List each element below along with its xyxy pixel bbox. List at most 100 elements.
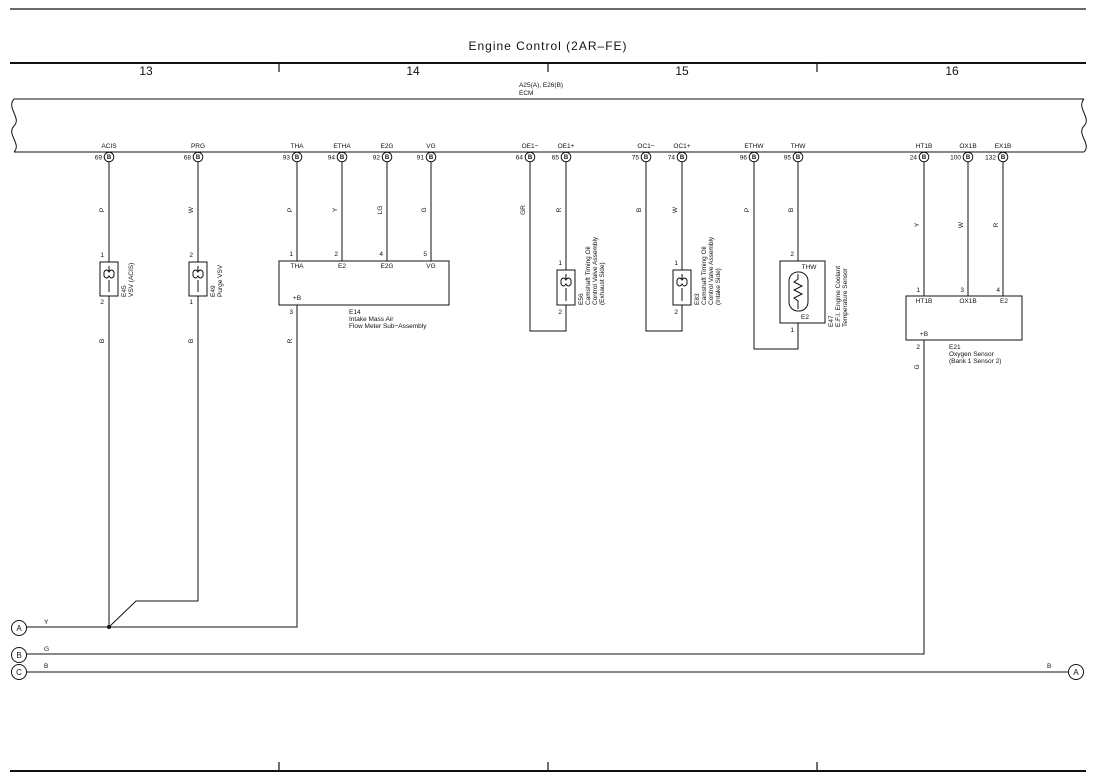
terminal-label: E2 xyxy=(1000,298,1008,305)
connector-c-left: C B xyxy=(11,663,48,680)
wire-color-label: B xyxy=(44,663,48,670)
pin-number: 96 xyxy=(740,155,748,162)
pin-number: 1 xyxy=(289,251,293,258)
terminal-label: E2G xyxy=(380,263,393,270)
component-name: Oxygen Sensor xyxy=(949,351,995,358)
pin-connector-circle xyxy=(918,151,930,163)
resistor-zigzag-icon xyxy=(792,274,804,309)
wire-color-acis: P xyxy=(99,208,106,212)
component-e49-purge-vsv: 2 1 E49 Purge VSV xyxy=(188,252,224,306)
pin-connector-letter: B xyxy=(644,155,649,161)
wire-color-labels: P B W B P R Y LG G GR R B W P B Y G W R xyxy=(99,205,1000,370)
wire-color-tha-lower: R xyxy=(287,338,294,343)
pin-number: 1 xyxy=(916,287,920,294)
component-name: Camshaft Timing Oil xyxy=(701,246,708,305)
solenoid-coil-icon xyxy=(192,266,204,292)
component-name: Temperature Sensor xyxy=(842,267,849,327)
pin-number: 94 xyxy=(328,155,336,162)
pin-number: 2 xyxy=(334,251,338,258)
connector-id: B xyxy=(16,651,21,660)
component-name: E.F.I. Engine Coolant xyxy=(835,266,842,327)
wire-color-label: G xyxy=(44,646,49,653)
wire-color-ethw: P xyxy=(744,208,751,212)
terminal-label: OX1B xyxy=(959,298,976,305)
pin-name: OE1+ xyxy=(558,143,575,150)
pin-connector-circle xyxy=(381,151,393,163)
component-e14-maf-meter: 1 2 4 5 THA E2 E2G VG +B 3 E14 Intake Ma… xyxy=(278,251,450,330)
solenoid-box xyxy=(99,261,119,297)
component-e45-vsv-acis: 1 2 E45 VSV (ACIS) xyxy=(99,252,135,306)
connector-id: C xyxy=(16,668,22,677)
pin-name: THW xyxy=(791,143,807,150)
wire-color-tha: P xyxy=(287,208,294,212)
connector-circle xyxy=(11,620,27,636)
component-code: E45 xyxy=(121,285,128,297)
pin-connector-letter: B xyxy=(966,155,971,161)
o2-sensor-box xyxy=(905,295,1023,341)
component-code: E56 xyxy=(578,293,585,305)
pin-number: 3 xyxy=(960,287,964,294)
wire-junction xyxy=(107,625,111,629)
pin-number: 1 xyxy=(558,260,562,267)
component-name: Camshaft Timing Oil xyxy=(585,246,592,305)
pin-name: VG xyxy=(426,143,435,150)
component-code: E14 xyxy=(349,309,361,316)
pin-connector-letter: B xyxy=(528,155,533,161)
component-e47-coolant-sensor: 2 THW E2 1 E47 E.F.I. Engine Coolant Tem… xyxy=(779,251,849,334)
terminal-label: +B xyxy=(920,331,928,338)
wire-color-thw: B xyxy=(788,208,795,212)
pin-connector-circle xyxy=(997,151,1009,163)
ecm-label: ECM xyxy=(519,90,533,97)
pin-connector-letter: B xyxy=(295,155,300,161)
pin-number: 69 xyxy=(95,155,103,162)
wire-color-label: Y xyxy=(44,619,49,626)
pin-connector-letter: B xyxy=(340,155,345,161)
component-name: VSV (ACIS) xyxy=(128,263,135,297)
pin-number: 3 xyxy=(289,309,293,316)
ecm-block: A25(A), E26(B) ECM xyxy=(11,82,1087,153)
pin-connector-letter: B xyxy=(196,155,201,161)
wire-color-oe1-plus: R xyxy=(556,207,563,212)
wire-color-prg: W xyxy=(188,206,195,213)
terminal-label: E2 xyxy=(338,263,346,270)
pin-number: 1 xyxy=(189,299,193,306)
component-name: Control Valve Assembly xyxy=(708,236,715,305)
pin-connector-circle xyxy=(291,151,303,163)
pin-number: 95 xyxy=(784,155,792,162)
component-name: (Exhaust Side) xyxy=(599,262,606,305)
component-e56-ocv-exhaust: 1 2 E56 Camshaft Timing Oil Control Valv… xyxy=(556,236,606,316)
maf-box xyxy=(278,260,450,306)
pin-connector-circle xyxy=(524,151,536,163)
component-name: Control Valve Assembly xyxy=(592,236,599,305)
pin-number: 2 xyxy=(916,344,920,351)
terminal-label: E2 xyxy=(801,314,809,321)
terminal-label: +B xyxy=(293,295,301,302)
terminal-label: THW xyxy=(802,264,818,271)
pin-number: 2 xyxy=(100,299,104,306)
component-e21-oxygen-sensor: 1 3 4 HT1B OX1B E2 +B 2 E21 Oxygen Senso… xyxy=(905,287,1023,365)
wire-color-prg-lower: B xyxy=(188,339,195,343)
connector-circle xyxy=(11,664,27,680)
wire-color-e2g: LG xyxy=(377,206,384,215)
solenoid-box xyxy=(188,261,208,297)
connector-circle xyxy=(1068,664,1084,680)
pin-connector-circle xyxy=(640,151,652,163)
terminal-label: VG xyxy=(426,263,435,270)
component-name: (Bank 1 Sensor 2) xyxy=(949,358,1001,365)
pin-name: E2G xyxy=(380,143,393,150)
pin-number: 64 xyxy=(516,155,524,162)
section-number-13: 13 xyxy=(139,64,153,78)
section-number-14: 14 xyxy=(406,64,420,78)
connector-a-right: A B xyxy=(1047,663,1084,680)
pin-connector-circle xyxy=(336,151,348,163)
